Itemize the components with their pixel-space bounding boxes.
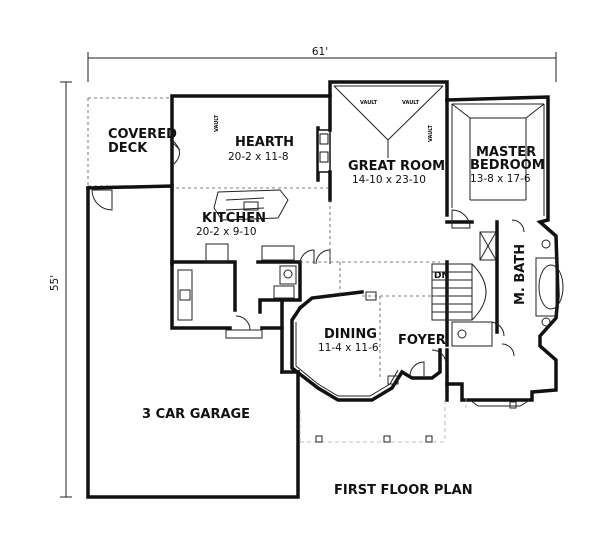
garage-details: [91, 139, 193, 321]
interior-dashed: [176, 187, 440, 380]
vault-label-4: VAULT: [214, 114, 220, 132]
great-room-dims: 14-10 x 23-10: [352, 174, 426, 186]
stair: [431, 263, 487, 321]
dining-dims: 11-4 x 11-6: [318, 342, 379, 354]
master-bedroom-dims: 13-8 x 17-6: [470, 173, 531, 185]
covered-deck-label-1: COVERED: [108, 127, 177, 142]
hearth-label: HEARTH: [235, 135, 294, 150]
overall-width-label: 61': [312, 46, 328, 58]
kitchen-label: KITCHEN: [202, 211, 266, 226]
overall-depth-label: 55': [49, 275, 61, 291]
master-bath-label: M. BATH: [513, 244, 528, 305]
doors: [225, 209, 525, 377]
vault-lines: [333, 85, 545, 216]
stair-label: DN: [434, 271, 449, 281]
vault-label-2: VAULT: [402, 100, 420, 106]
vault-label-3: VAULT: [428, 124, 434, 142]
bath-fixtures: [273, 231, 564, 347]
kitchen-dims: 20-2 x 9-10: [196, 226, 257, 238]
master-bedroom-label-1: MASTER: [476, 145, 536, 160]
walls: [86, 80, 560, 499]
dining-label: DINING: [324, 327, 377, 342]
dimension-lines: [60, 52, 557, 498]
master-bedroom-label-2: BEDROOM: [470, 158, 545, 173]
kitchen-island: [205, 189, 295, 263]
vault-label-1: VAULT: [360, 100, 378, 106]
plan-title: FIRST FLOOR PLAN: [334, 483, 473, 498]
foyer-label: FOYER: [398, 333, 446, 348]
garage-label: 3 CAR GARAGE: [142, 407, 250, 422]
covered-deck-label-2: DECK: [108, 141, 148, 156]
great-room-label: GREAT ROOM: [348, 159, 445, 174]
hearth-dims: 20-2 x 11-8: [228, 151, 289, 163]
front-porch: [299, 398, 531, 443]
